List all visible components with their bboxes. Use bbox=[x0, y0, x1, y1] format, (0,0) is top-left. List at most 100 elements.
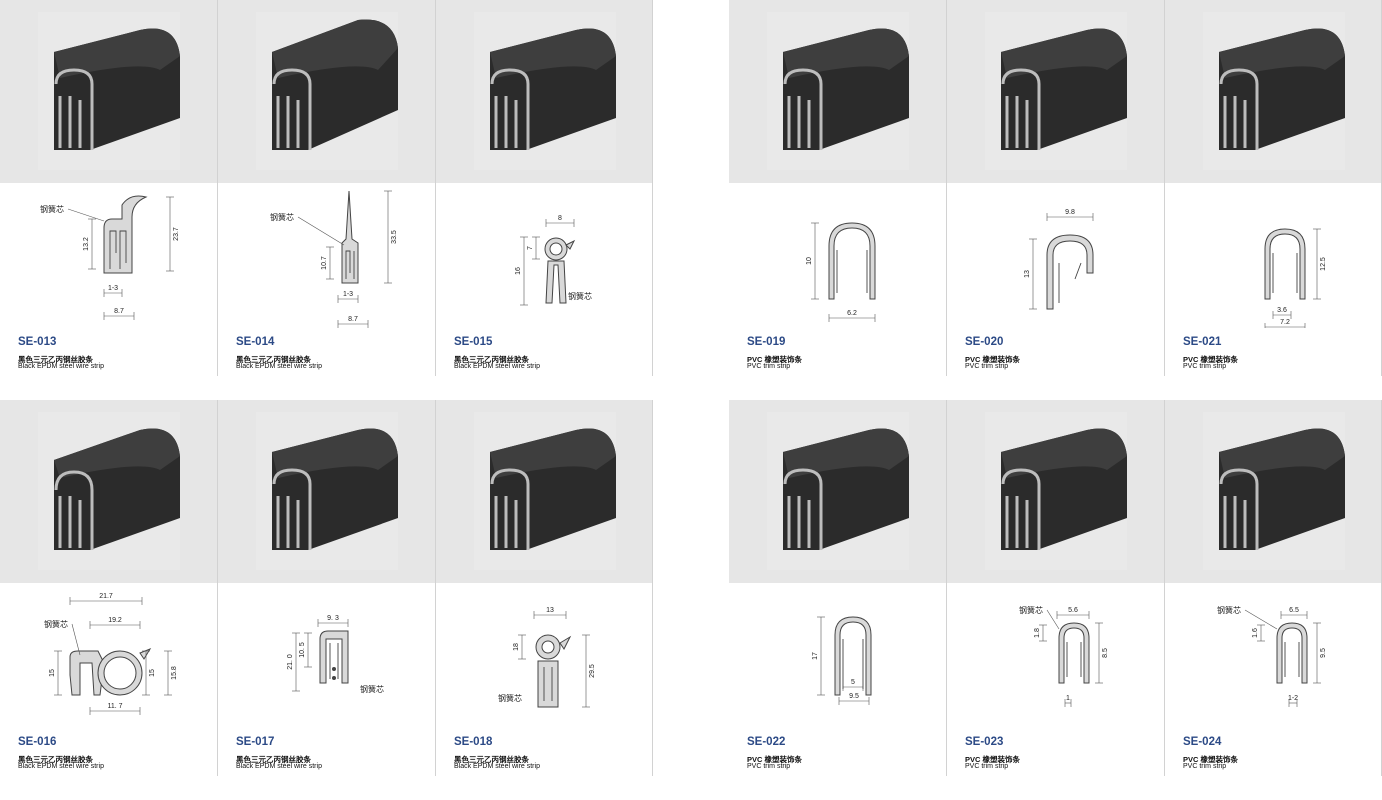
product-card[interactable]: 10 6.2 SE-019 PVC 橡塑装饰条 PVC trim strip bbox=[729, 0, 946, 376]
product-desc-en: Black EPDM steel wire strip bbox=[18, 363, 104, 370]
product-code: SE-024 bbox=[1183, 736, 1222, 748]
product-desc-cn: 黑色三元乙丙钢丝胶条 bbox=[236, 755, 311, 764]
dimension-label: 18 bbox=[513, 643, 520, 651]
product-desc-en: Black EPDM steel wire strip bbox=[236, 763, 322, 770]
product-desc-en: PVC trim strip bbox=[1183, 363, 1227, 370]
product-desc-en: Black EPDM steel wire strip bbox=[454, 363, 540, 370]
dimension-label: 9.5 bbox=[849, 693, 859, 700]
product-code: SE-017 bbox=[236, 736, 275, 748]
product-card[interactable]: 13 18 29.5 钢簧芯 SE-018 黑色三元乙丙钢丝胶条 Black EP… bbox=[436, 400, 653, 776]
product-card[interactable]: 钢簧芯 10.7 33.5 1-3 8.7 SE-014 黑色三元乙丙钢丝胶条 … bbox=[218, 0, 435, 376]
profile-drawing: 13 18 29.5 钢簧芯 bbox=[436, 583, 653, 728]
product-card[interactable]: 9.8 13 SE-020 PVC 橡塑装饰条 PVC trim strip bbox=[947, 0, 1164, 376]
product-code: SE-015 bbox=[454, 336, 493, 348]
dimension-label: 7.2 bbox=[1280, 319, 1290, 326]
profile-drawing: 12.5 3.6 7.2 bbox=[1165, 183, 1382, 328]
product-desc-cn: PVC 橡塑装饰条 bbox=[747, 755, 803, 764]
product-desc-en: PVC trim strip bbox=[965, 363, 1009, 370]
dimension-label: 10.7 bbox=[321, 256, 328, 270]
product-desc-en: Black EPDM steel wire strip bbox=[18, 763, 104, 770]
product-card[interactable]: 12.5 3.6 7.2 SE-021 PVC 橡塑装饰条 PVC trim s… bbox=[1165, 0, 1382, 376]
product-card[interactable]: 17 5 9.5 SE-022 PVC 橡塑装饰条 PVC trim strip bbox=[729, 400, 946, 776]
core-label: 钢簧芯 bbox=[498, 693, 522, 703]
dimension-label: 1-3 bbox=[343, 291, 353, 298]
dimension-label: 13 bbox=[546, 607, 554, 614]
product-code: SE-019 bbox=[747, 336, 786, 348]
dimension-label: 19.2 bbox=[108, 617, 122, 624]
catalog-block: 17 5 9.5 SE-022 PVC 橡塑装饰条 PVC trim strip… bbox=[729, 400, 1382, 776]
dimension-label: 15 bbox=[49, 669, 56, 677]
core-label: 钢簧芯 bbox=[44, 619, 68, 629]
profile-drawing: 钢簧芯 10.7 33.5 1-3 8.7 bbox=[218, 183, 435, 328]
core-label: 钢簧芯 bbox=[360, 684, 384, 694]
dimension-label: 8.5 bbox=[1102, 648, 1109, 658]
dimension-label: 23.7 bbox=[173, 227, 180, 241]
product-code: SE-013 bbox=[18, 336, 57, 348]
column-divider bbox=[652, 0, 653, 376]
column-divider bbox=[946, 0, 947, 376]
dimension-label: 1.8 bbox=[1034, 628, 1041, 638]
dimension-label: 6.5 bbox=[1289, 607, 1299, 614]
product-photo bbox=[436, 400, 653, 583]
product-desc-cn: 黑色三元乙丙钢丝胶条 bbox=[18, 355, 93, 364]
profile-drawing: 17 5 9.5 bbox=[729, 583, 946, 728]
dimension-label: 10 bbox=[806, 257, 813, 265]
product-desc-en: PVC trim strip bbox=[747, 763, 791, 770]
catalog-block: 钢簧芯 13.2 23.7 1-3 8.7 SE-013 黑色三元乙丙钢丝胶条 … bbox=[0, 0, 653, 376]
column-divider bbox=[217, 0, 218, 376]
product-photo bbox=[1165, 0, 1382, 183]
product-desc-en: PVC trim strip bbox=[1183, 763, 1227, 770]
product-photo bbox=[1165, 400, 1382, 583]
product-photo bbox=[947, 400, 1164, 583]
product-code: SE-018 bbox=[454, 736, 493, 748]
dimension-label: 8.7 bbox=[114, 308, 124, 315]
product-photo bbox=[436, 0, 653, 183]
dimension-label: 1.6 bbox=[1252, 628, 1259, 638]
dimension-label: 7 bbox=[527, 246, 534, 250]
product-desc-en: Black EPDM steel wire strip bbox=[236, 363, 322, 370]
product-desc-cn: 黑色三元乙丙钢丝胶条 bbox=[454, 755, 529, 764]
column-divider bbox=[435, 400, 436, 776]
core-label: 钢簧芯 bbox=[568, 291, 592, 301]
column-divider bbox=[652, 400, 653, 776]
dimension-label: 29.5 bbox=[589, 664, 596, 678]
product-code: SE-014 bbox=[236, 336, 275, 348]
dimension-label: 5 bbox=[851, 679, 855, 686]
dimension-label: 13.2 bbox=[83, 237, 90, 251]
product-card[interactable]: 钢簧芯 13.2 23.7 1-3 8.7 SE-013 黑色三元乙丙钢丝胶条 … bbox=[0, 0, 217, 376]
product-photo bbox=[947, 0, 1164, 183]
product-photo bbox=[729, 400, 946, 583]
dimension-label: 13 bbox=[1024, 270, 1031, 278]
dimension-label: 11. 7 bbox=[107, 703, 122, 710]
dimension-label: 8 bbox=[558, 215, 562, 222]
column-divider bbox=[217, 400, 218, 776]
dimension-label: 6.2 bbox=[847, 310, 857, 317]
product-code: SE-016 bbox=[18, 736, 57, 748]
dimension-label: 3.6 bbox=[1277, 307, 1287, 314]
product-desc-cn: PVC 橡塑装饰条 bbox=[965, 755, 1021, 764]
profile-drawing: 10 6.2 bbox=[729, 183, 946, 328]
product-photo bbox=[218, 400, 435, 583]
product-desc-cn: PVC 橡塑装饰条 bbox=[1183, 355, 1239, 364]
core-label: 钢簧芯 bbox=[270, 212, 294, 222]
product-desc-en: Black EPDM steel wire strip bbox=[454, 763, 540, 770]
product-photo bbox=[0, 0, 217, 183]
dimension-label: 10. 5 bbox=[299, 642, 306, 658]
dimension-label: 9. 3 bbox=[327, 615, 339, 622]
dimension-label: 5.6 bbox=[1068, 607, 1078, 614]
product-desc-en: PVC trim strip bbox=[747, 363, 791, 370]
product-desc-en: PVC trim strip bbox=[965, 763, 1009, 770]
dimension-label: 33.5 bbox=[391, 230, 398, 244]
dimension-label: 16 bbox=[515, 267, 522, 275]
dimension-label: 1-2 bbox=[1288, 695, 1298, 702]
